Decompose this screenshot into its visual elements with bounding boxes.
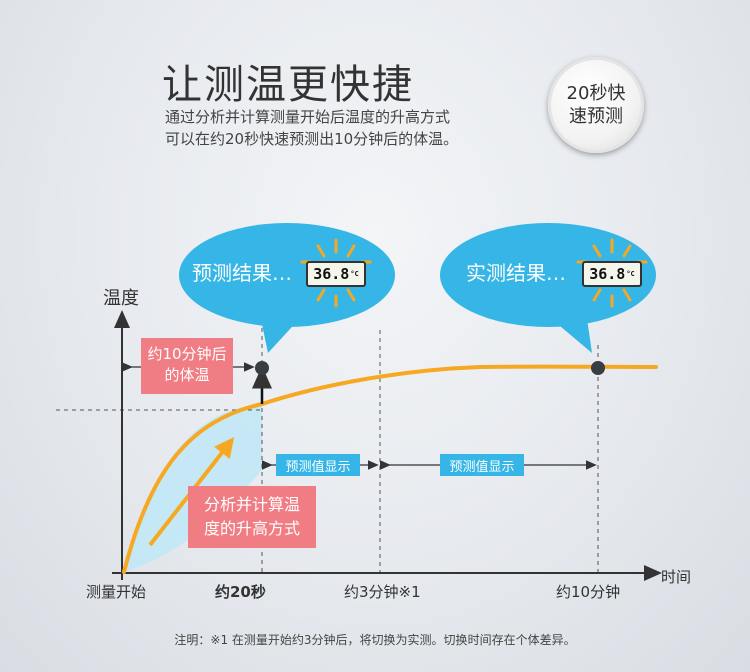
page-title: 让测温更快捷	[162, 62, 414, 108]
analysis-box-line-1: 分析并计算温	[203, 495, 300, 514]
predicted-bubble-tail	[258, 305, 312, 353]
actual-unit: °C	[626, 270, 635, 278]
actual-bubble	[440, 223, 656, 327]
predicted-result-label: 预测结果…	[192, 261, 292, 285]
badge-line-1: 20秒快	[566, 83, 626, 104]
subtitle-line-2: 可以在约20秒快速预测出10分钟后的体温。	[165, 130, 459, 148]
analysis-box-line-2: 度的升高方式	[203, 519, 300, 538]
footnote: 注明：※1 在测量开始约3分钟后，将切换为实测。切换时间存在个体差异。	[174, 633, 576, 647]
predicted-reading: 36.8	[313, 265, 350, 283]
tick-3-minutes: 约3分钟※1	[344, 583, 421, 601]
temperature-curve	[122, 364, 658, 574]
twenty-second-badge: 20秒快 速预测	[548, 57, 644, 153]
tick-start: 测量开始	[86, 583, 147, 601]
predicted-lcd-display: 36.8°C	[306, 261, 366, 287]
x-axis-label: 时间	[661, 568, 692, 586]
tick-20-seconds: 约20秒	[215, 583, 266, 601]
tick-10-minutes: 约10分钟	[556, 583, 621, 601]
actual-result-label: 实测结果…	[466, 261, 566, 285]
subtitle-line-1: 通过分析并计算测量开始后温度的升高方式	[165, 108, 451, 126]
badge-line-2: 速预测	[569, 106, 623, 127]
predicted-bubble	[179, 223, 395, 327]
predicted-unit: °C	[350, 270, 359, 278]
actual-reading: 36.8	[589, 265, 626, 283]
analysis-box: 分析并计算温 度的升高方式	[188, 486, 316, 548]
actual-point	[591, 361, 605, 375]
predict-display-label-1: 预测值显示	[276, 454, 360, 476]
ten-minute-temp-box: 约10分钟后的体温	[141, 338, 233, 394]
predicted-point	[255, 361, 269, 375]
predict-display-label-2: 预测值显示	[440, 454, 524, 476]
y-axis-label: 温度	[103, 288, 139, 309]
actual-lcd-display: 36.8°C	[582, 261, 642, 287]
actual-bubble-tail	[535, 305, 592, 353]
